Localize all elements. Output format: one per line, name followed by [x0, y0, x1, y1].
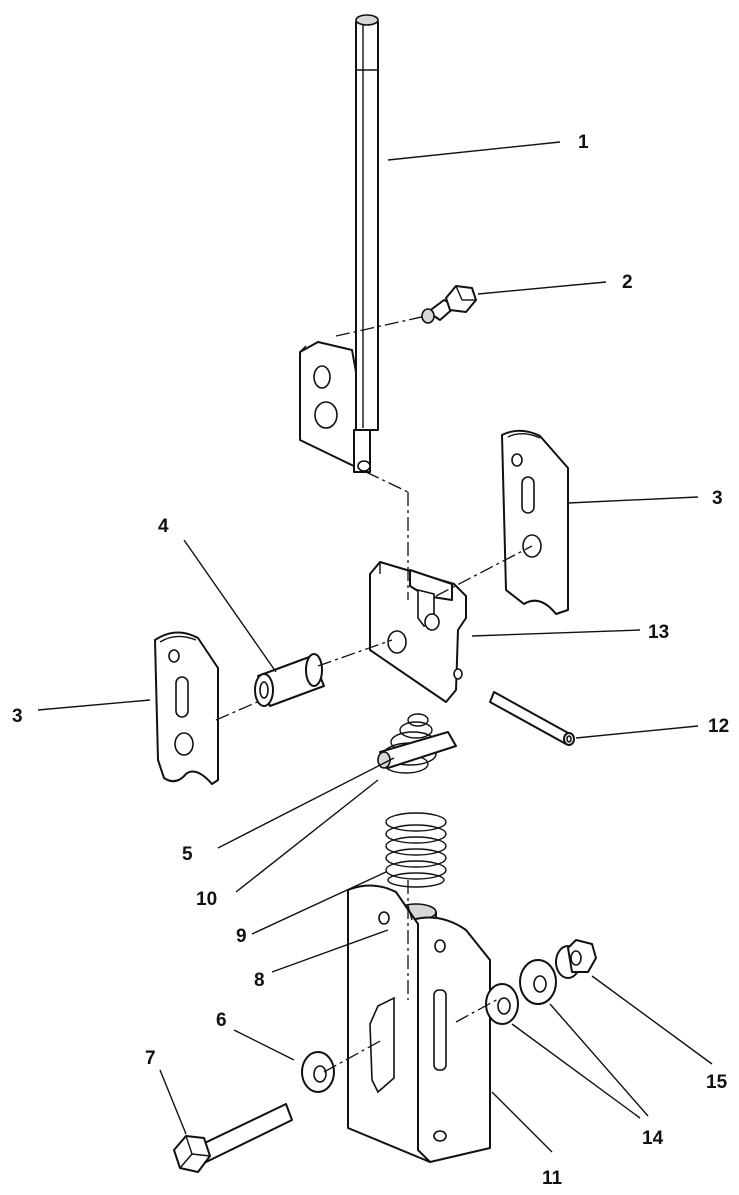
- part-13-pivot-block: [369, 561, 467, 703]
- callout-12: 12: [708, 716, 729, 737]
- callout-13: 13: [648, 622, 669, 643]
- part-4-spacer-bushing: [254, 653, 325, 707]
- part-1-lever-rod: [299, 14, 379, 473]
- part-15-flange-nut: [555, 939, 597, 979]
- assembly-center-lines: [215, 315, 533, 1073]
- callout-6: 6: [216, 1010, 227, 1031]
- callout-4: 4: [158, 516, 169, 537]
- callout-3: 3: [12, 706, 23, 727]
- part-14-washers: [485, 959, 557, 1025]
- callout-9: 9: [236, 926, 247, 947]
- callout-10: 10: [196, 889, 217, 910]
- part-12-roll-pin: [489, 691, 575, 746]
- callout-2: 2: [622, 272, 633, 293]
- part-3-right-plate: [501, 429, 569, 615]
- callout-labels: 1 2 3 3 4 5 6 7 8 9 10 11 12 13 14 15: [12, 132, 729, 1189]
- part-11-base-bracket: [347, 884, 491, 1163]
- callout-8: 8: [254, 970, 265, 991]
- callout-3: 3: [712, 488, 723, 509]
- part-6-washer: [301, 1051, 335, 1093]
- callout-15: 15: [706, 1072, 728, 1093]
- part-7-hex-bolt: [173, 1103, 293, 1173]
- callout-5: 5: [182, 844, 193, 865]
- callout-14: 14: [642, 1128, 664, 1149]
- callout-1: 1: [578, 132, 589, 153]
- callout-11: 11: [542, 1168, 563, 1189]
- part-3-left-plate: [154, 631, 219, 785]
- callout-7: 7: [145, 1048, 156, 1069]
- leader-lines: [37, 141, 713, 1153]
- part-9-compression-spring: [385, 812, 447, 888]
- part-2-shoulder-bolt: [421, 285, 477, 324]
